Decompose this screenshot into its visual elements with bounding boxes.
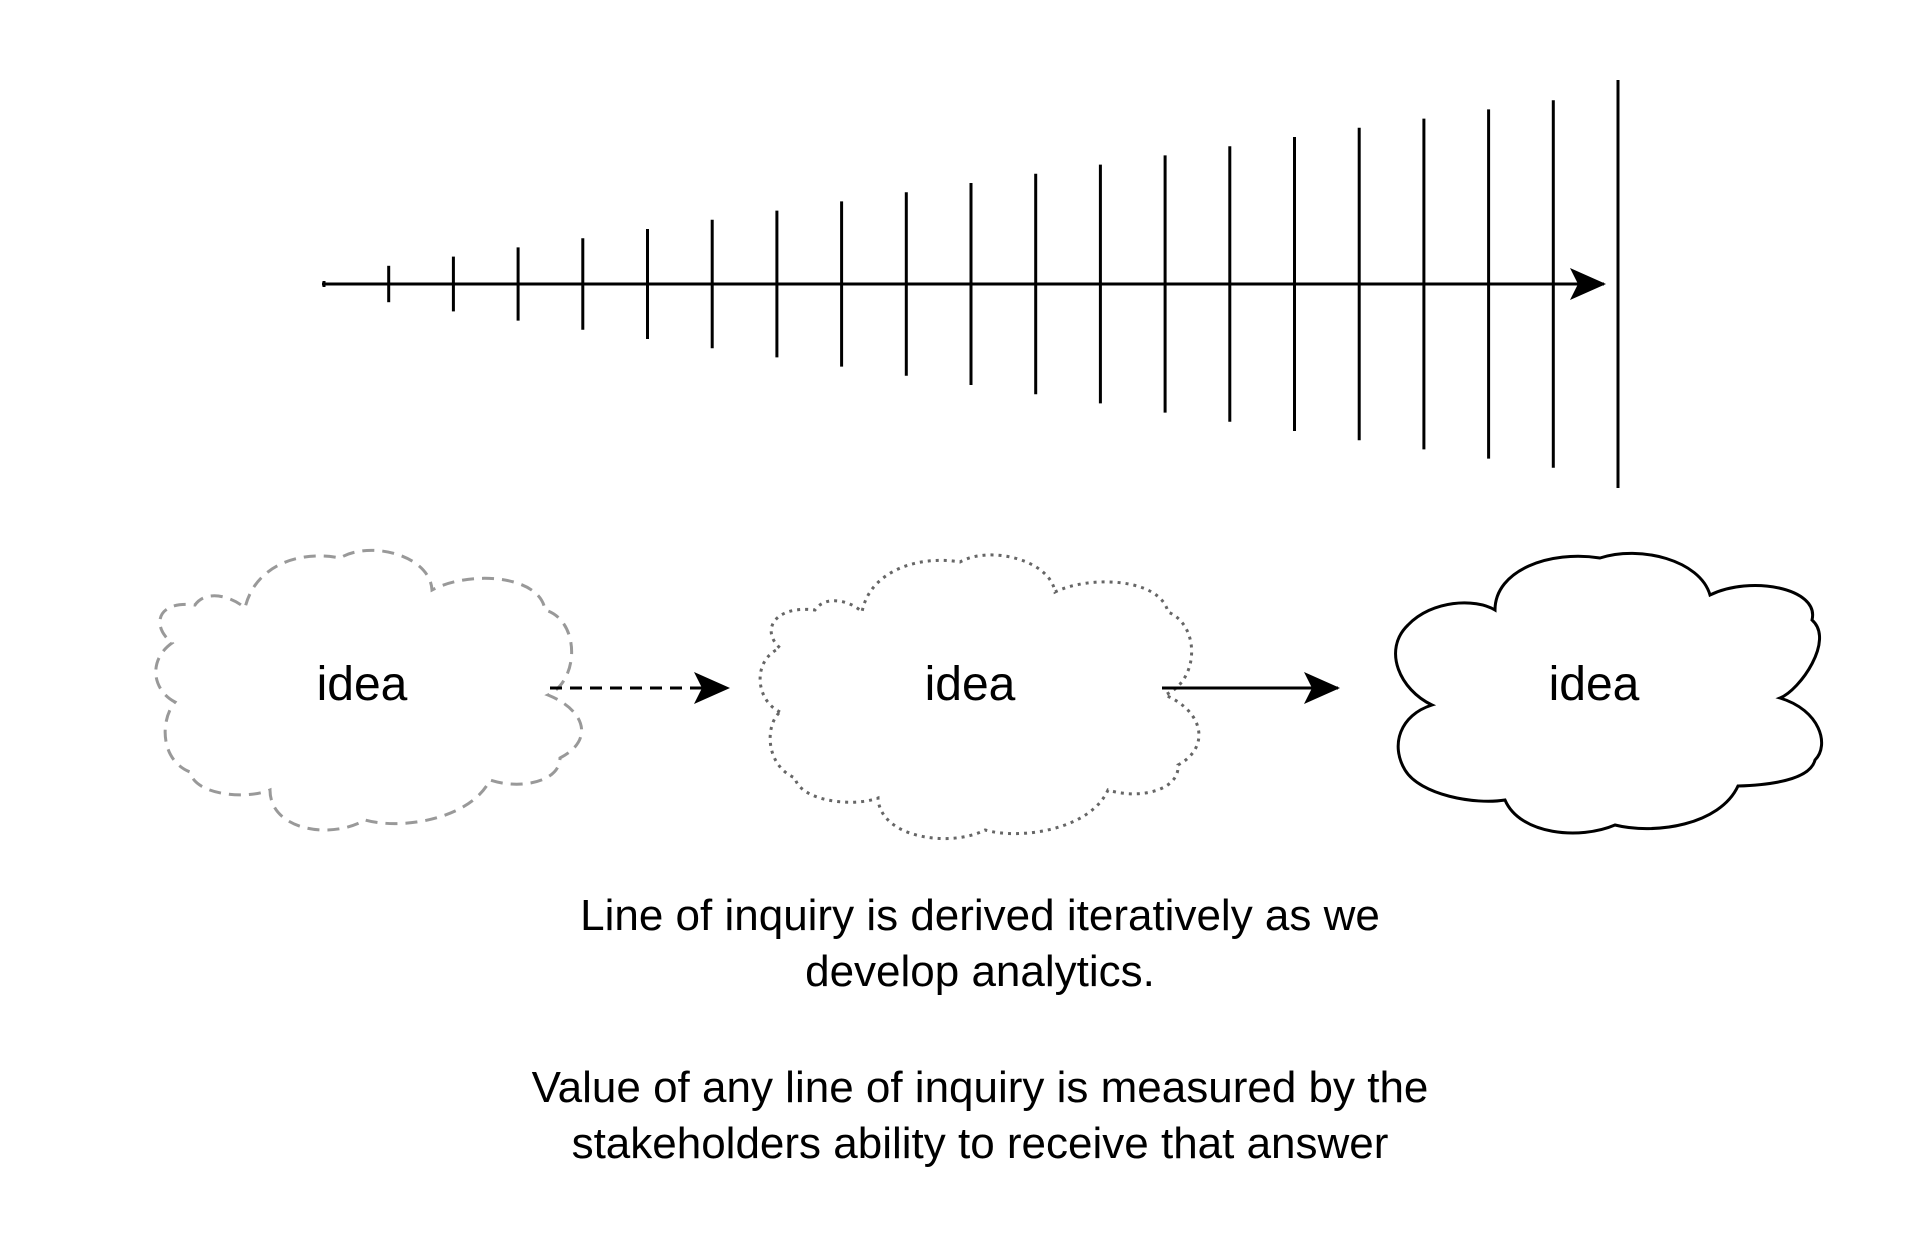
caption-value: Value of any line of inquiry is measured… [360, 1060, 1600, 1172]
idea-label-first: idea [317, 658, 408, 711]
cloud-outline-first [154, 548, 584, 832]
idea-cloud-third: idea [1394, 551, 1824, 835]
idea-cloud-second: idea [758, 553, 1201, 841]
caption-iterative: Line of inquiry is derived iteratively a… [360, 888, 1600, 1000]
idea-label-second: idea [925, 658, 1016, 711]
caption-line-3: Value of any line of inquiry is measured… [531, 1063, 1429, 1112]
caption-line-2: develop analytics. [805, 947, 1155, 996]
caption-line-4: stakeholders ability to receive that ans… [571, 1119, 1389, 1168]
idea-label-third: idea [1549, 658, 1640, 711]
caption-line-1: Line of inquiry is derived iteratively a… [580, 891, 1380, 940]
idea-cloud-first: idea [154, 548, 584, 832]
cloud-outline-second [758, 553, 1201, 841]
timeline [322, 80, 1620, 488]
cloud-outline-third [1394, 551, 1824, 835]
